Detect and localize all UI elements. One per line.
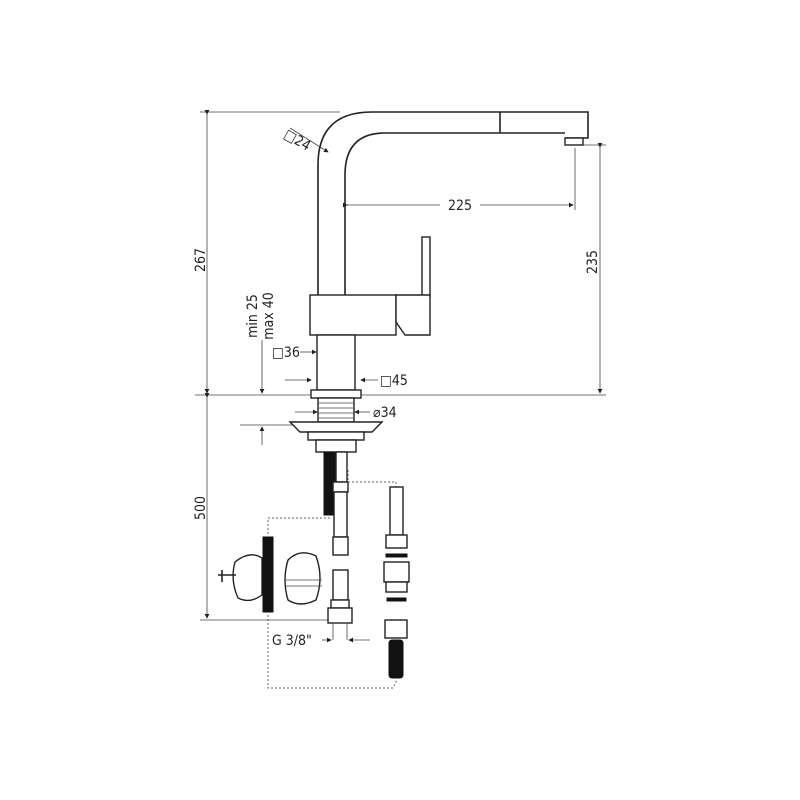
dim-body-section: □36 [272,345,300,361]
support-block [284,552,321,605]
dim-spout-height: 235 [585,250,601,274]
dimension-lines [204,110,603,643]
dim-spout-section: □24 [281,127,313,155]
dim-worktop-min: min 25 [245,294,261,338]
dim-total-height: 267 [193,248,209,272]
faucet-body [288,111,589,453]
mounting-bracket [232,554,263,602]
mounting-accessories [218,536,322,613]
dim-base-section: □45 [380,373,408,389]
non-return-valve-parts [383,486,410,679]
dim-worktop-max: max 40 [261,292,277,339]
dim-spout-reach: 225 [448,198,472,214]
lever-handle [421,236,431,298]
connection-lines [267,470,398,689]
dim-hose-length: 500 [193,496,209,520]
dim-shank-diameter: ⌀34 [373,405,397,421]
dim-connection-thread: G 3/8" [272,633,312,649]
gasket [262,536,274,613]
supply-hoses [323,451,353,640]
